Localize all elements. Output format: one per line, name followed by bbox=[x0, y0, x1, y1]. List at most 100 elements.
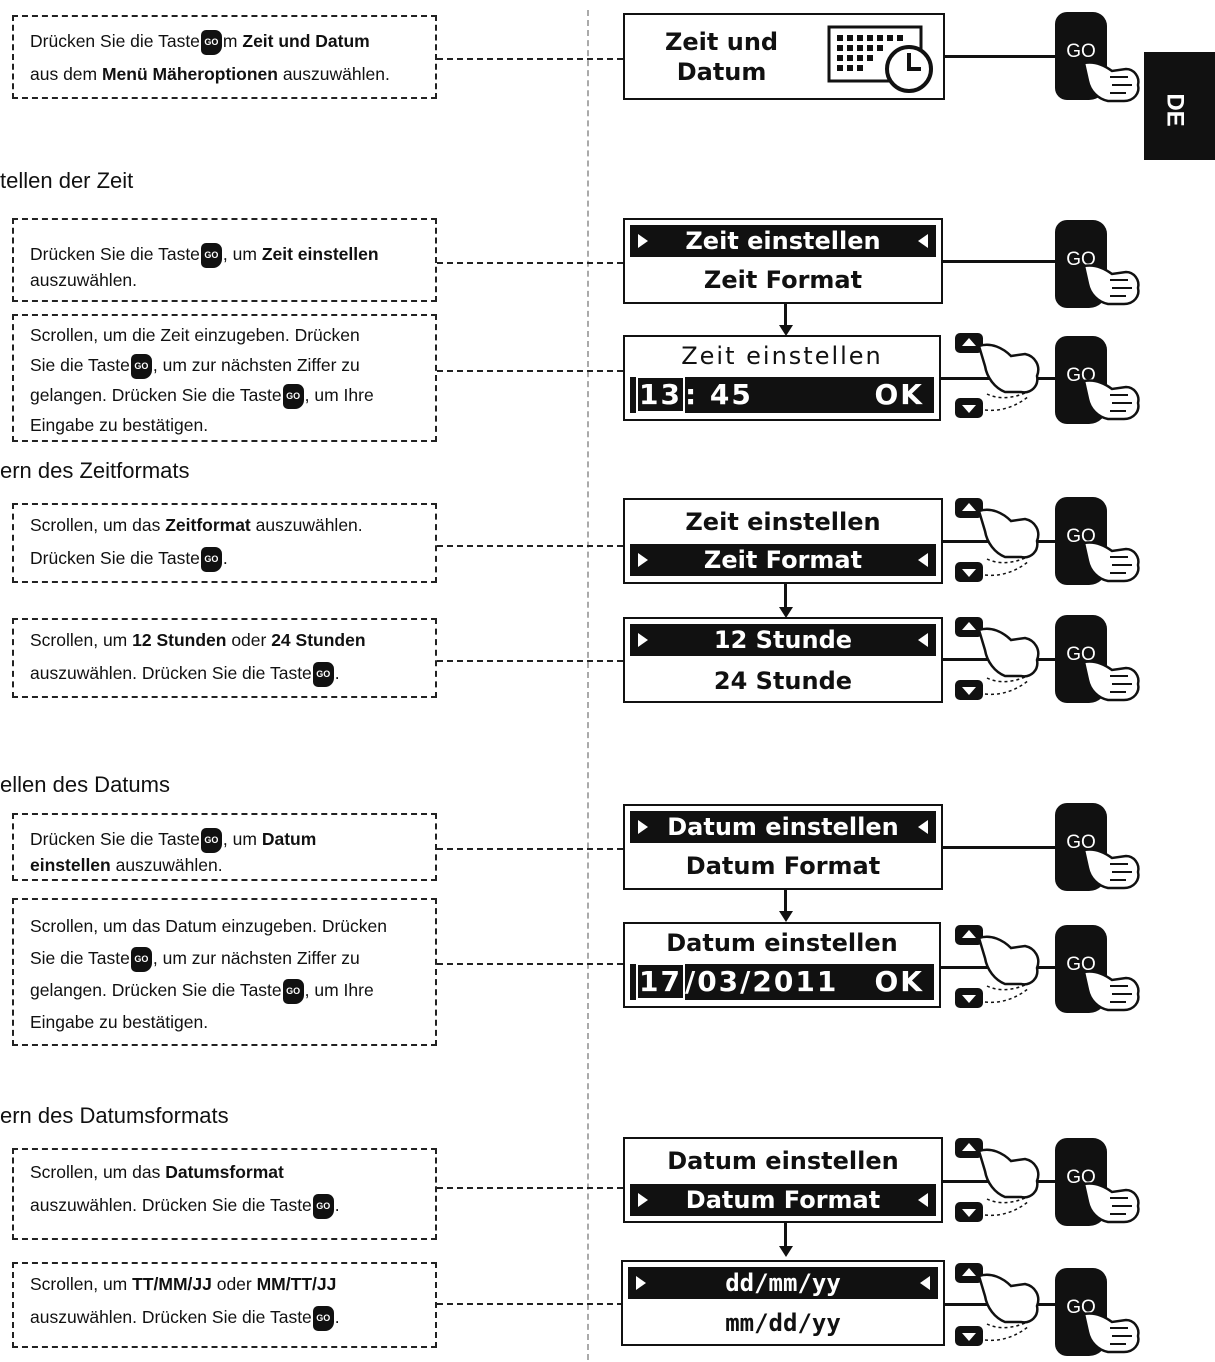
instruction-select-12-24: Scrollen, um 12 Stunden oder 24 Stunden … bbox=[12, 618, 437, 698]
scroll-down-button[interactable] bbox=[955, 562, 983, 582]
instruction-text: auszuwählen. bbox=[110, 854, 223, 875]
instruction-text: auszuwählen. bbox=[277, 64, 390, 84]
edit-title: Datum einstellen bbox=[666, 929, 898, 957]
edit-date: Datum einstellen 17/03/2011 OK bbox=[623, 922, 941, 1008]
instruction-text: Drücken Sie die Taste bbox=[30, 31, 200, 51]
menu-item-selected[interactable]: Datum einstellen bbox=[630, 811, 936, 843]
instruction-text: . bbox=[222, 548, 228, 568]
instruction-text: auszuwählen. bbox=[250, 515, 363, 535]
go-button-icon: GO bbox=[282, 978, 304, 1004]
scroll-hand-icon bbox=[977, 343, 1040, 412]
scroll-up-button[interactable] bbox=[955, 498, 983, 518]
scroll-down-button[interactable] bbox=[955, 1202, 983, 1222]
menu-item-selected[interactable]: 12 Stunde bbox=[630, 624, 936, 656]
scroll-down-button[interactable] bbox=[955, 988, 983, 1008]
scroll-up-button[interactable] bbox=[955, 617, 983, 637]
pointing-hand-icon bbox=[1082, 1312, 1140, 1354]
menu-item-selected[interactable]: dd/mm/yy bbox=[628, 1267, 938, 1299]
instruction-text: auszuwählen. Drücken Sie die Taste bbox=[30, 1307, 312, 1327]
menu-item-selected[interactable]: Datum Format bbox=[630, 1184, 936, 1216]
heading-date-format: ern des Datumsformats bbox=[0, 1103, 229, 1128]
instruction-text: m bbox=[222, 31, 243, 51]
date-entry-field[interactable]: 17/03/2011 OK bbox=[630, 963, 934, 1000]
instruction-text: Drücken Sie die Taste bbox=[30, 829, 200, 849]
menu-date-format: Datum einstellen Datum Format bbox=[623, 1137, 943, 1223]
scroll-hand-icon bbox=[977, 508, 1040, 577]
menu-item[interactable]: mm/dd/yy bbox=[725, 1309, 841, 1337]
connector bbox=[437, 262, 623, 264]
connector bbox=[437, 848, 623, 850]
menu-item[interactable]: Zeit Format bbox=[703, 266, 863, 294]
menu-item[interactable]: Datum einstellen bbox=[667, 1147, 899, 1175]
instruction-text: , um Ihre bbox=[304, 980, 374, 1000]
menu-item[interactable]: Datum Format bbox=[685, 852, 881, 880]
instruction-bold: Zeitformat bbox=[165, 515, 251, 535]
connector bbox=[437, 58, 623, 60]
calendar-clock-icon bbox=[827, 25, 933, 93]
instruction-text: auszuwählen. Drücken Sie die Taste bbox=[30, 1195, 312, 1215]
go-button-icon: GO bbox=[200, 546, 222, 572]
pointing-hand-icon bbox=[1082, 848, 1140, 890]
instruction-text: Eingabe zu bestätigen. bbox=[30, 415, 209, 435]
menu-item-selected[interactable]: Zeit einstellen bbox=[630, 225, 936, 257]
instruction-bold: 24 Stunden bbox=[271, 630, 366, 650]
ok-label[interactable]: OK bbox=[874, 965, 924, 998]
heading-time-setting: tellen der Zeit bbox=[0, 168, 134, 193]
scroll-up-button[interactable] bbox=[955, 1263, 983, 1283]
scroll-up-button[interactable] bbox=[955, 925, 983, 945]
flow-arrow bbox=[779, 890, 793, 922]
instruction-text: . bbox=[334, 663, 340, 683]
go-button-icon: GO bbox=[200, 242, 222, 268]
language-tab: DE bbox=[1144, 52, 1215, 160]
entry-value: /03/2011 bbox=[684, 965, 839, 998]
scroll-down-button[interactable] bbox=[955, 680, 983, 700]
go-button-icon: GO bbox=[312, 661, 334, 687]
heading-date-setting: ellen des Datums bbox=[0, 772, 170, 797]
flow-arrow bbox=[779, 304, 793, 336]
instruction-bold: einstellen bbox=[30, 854, 111, 875]
scroll-up-button[interactable] bbox=[955, 333, 983, 353]
menu-item[interactable]: 24 Stunde bbox=[713, 667, 853, 695]
ok-label[interactable]: OK bbox=[874, 378, 924, 411]
button-link-line bbox=[943, 260, 1057, 263]
instruction-select-date-format: Scrollen, um das Datumsformat auszuwähle… bbox=[12, 1148, 437, 1240]
instruction-text: , um bbox=[222, 244, 262, 264]
scroll-up-button[interactable] bbox=[955, 1138, 983, 1158]
language-tab-label: DE bbox=[1161, 93, 1189, 127]
edit-title: Zeit einstellen bbox=[681, 342, 883, 370]
go-button-icon: GO bbox=[312, 1193, 334, 1219]
instruction-bold: Zeit einstellen bbox=[261, 244, 379, 264]
instruction-enter-date: Scrollen, um das Datum einzugeben. Drück… bbox=[12, 898, 437, 1046]
pointing-hand-icon bbox=[1082, 379, 1140, 421]
scroll-down-button[interactable] bbox=[955, 1326, 983, 1346]
instruction-text: Scrollen, um das bbox=[30, 1162, 166, 1182]
connector bbox=[437, 1303, 623, 1305]
cursor-digit[interactable]: 17 bbox=[636, 963, 685, 1000]
go-button-icon: GO bbox=[282, 383, 304, 409]
go-button[interactable]: GO bbox=[1055, 1268, 1107, 1356]
instruction-text: gelangen. Drücken Sie die Taste bbox=[30, 980, 282, 1000]
pointing-hand-icon bbox=[1082, 264, 1140, 306]
instruction-bold: Datum bbox=[261, 829, 317, 849]
pointing-hand-icon bbox=[1082, 970, 1140, 1012]
connector bbox=[437, 545, 623, 547]
go-button-icon: GO bbox=[130, 946, 152, 972]
flow-arrow bbox=[779, 1223, 793, 1257]
instruction-text: auszuwählen. Drücken Sie die Taste bbox=[30, 663, 312, 683]
menu-item[interactable]: Zeit einstellen bbox=[685, 508, 881, 536]
display-title: Zeit und Datum bbox=[665, 27, 778, 87]
instruction-bold: 12 Stunden bbox=[132, 630, 227, 650]
connector bbox=[437, 370, 623, 372]
display-line: Zeit und bbox=[665, 28, 779, 56]
menu-hour-format: 12 Stunde 24 Stunde bbox=[623, 617, 943, 703]
instruction-text: Scrollen, um das Datum einzugeben. Drück… bbox=[30, 916, 387, 936]
cursor-digit[interactable]: 13 bbox=[636, 376, 685, 413]
pointing-hand-icon bbox=[1082, 660, 1140, 702]
instruction-text: . bbox=[334, 1307, 340, 1327]
menu-item-selected[interactable]: Zeit Format bbox=[630, 544, 936, 576]
scroll-down-button[interactable] bbox=[955, 398, 983, 418]
